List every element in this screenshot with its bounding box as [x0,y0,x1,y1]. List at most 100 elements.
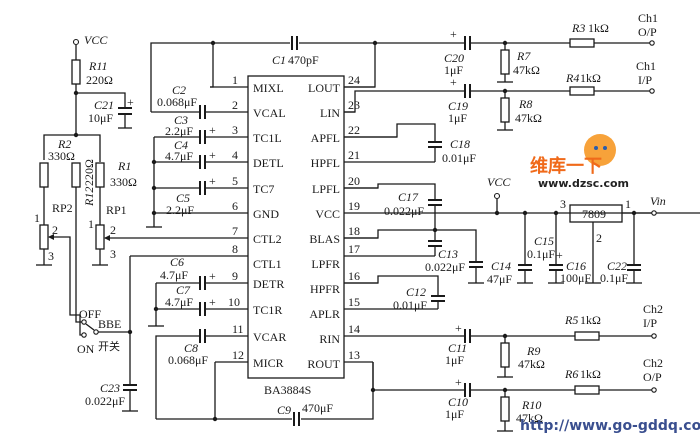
r2-value: 330Ω [48,149,75,163]
c6-ref: C6 [170,255,184,269]
r9-value: 47kΩ [518,357,545,371]
c15-value: 0.1μF [527,247,555,261]
resistor-r4 [569,86,595,96]
pin-label-mixl: MIXL [253,81,284,95]
r11-value: 220Ω [86,73,113,87]
pin-num-10: 10 [228,295,240,309]
r3-value: 1kΩ [588,21,609,35]
c3-ref: C3 [174,113,188,127]
watermark-dzsc: 维库一下 www.dzsc.com [530,134,629,190]
c3-value: 2.2μF [165,124,193,138]
c18-ref: C18 [450,137,470,151]
bbe-switch[interactable]: OFF BBE ON 开关 [75,256,133,356]
regulator-pin1: 1 [625,197,631,211]
c1-value: 470pF [288,53,319,67]
c5-value: 2.2μF [166,203,194,217]
r4-ref: R4 [565,71,579,85]
rp2-pin2: 2 [52,223,58,237]
c22-value: 0.1μF [600,271,628,285]
vin-terminal[interactable] [651,210,657,216]
pin-num-7: 7 [232,224,238,238]
tone-control-network: R2 330Ω R12 220Ω R1 330Ω RP2 1 2 3 RP1 1… [34,132,140,316]
r8-ref: R8 [518,97,532,111]
pin-label-aplr: APLR [309,307,340,321]
pin-num-22: 22 [348,123,360,137]
vcc-left-terminal[interactable] [72,38,80,46]
c20-value: 1μF [444,63,463,77]
watermark-dzsc-url: www.dzsc.com [538,177,629,190]
resistor-r9 [500,342,510,368]
potentiometer-rp1[interactable] [95,224,105,250]
c11-value: 1μF [445,353,464,367]
c14-ref: C14 [491,259,511,273]
rp1-ref: RP1 [106,203,127,217]
ch2-out-terminal[interactable] [651,387,657,393]
ch1-output-path: + C20 1μF R7 47kΩ R3 1kΩ Ch1 O/P [444,11,658,83]
pin-num-14: 14 [348,322,360,336]
pin-num-3: 3 [232,123,238,137]
r11-ref: R11 [88,59,107,73]
c15-ref: C15 [534,234,554,248]
ch1-in-terminal[interactable] [649,88,655,94]
ch1-out-line2: O/P [638,25,657,39]
resistor-r10 [500,396,510,422]
ic-name: BA3884S [264,383,311,397]
pin-num-13: 13 [348,348,360,362]
pin-num-11: 11 [232,322,244,336]
c7-plus: + [209,295,216,309]
pin-num-5: 5 [232,174,238,188]
c1-ref: C1 [272,53,286,67]
c23-ref: C23 [100,381,120,395]
ch2-in-terminal[interactable] [651,333,657,339]
pin-num-1: 1 [232,73,238,87]
watermark-gddq-url: http://www.go-gddq.com [520,418,700,434]
c19-plus: + [450,75,457,89]
ch1-in-line1: Ch1 [636,59,656,73]
resistor-r1 [95,162,105,188]
ch1-out-terminal[interactable] [649,40,655,46]
resistor-r7 [500,49,510,75]
r12-ref: R12 [82,187,96,207]
pin-num-6: 6 [232,199,238,213]
c10-ref: C10 [448,395,468,409]
r6-value: 1kΩ [580,367,601,381]
mascot-icon [584,134,616,166]
pin-label-hpfl: HPFL [311,156,340,170]
pin-num-23: 23 [348,98,360,112]
r8-value: 47kΩ [515,111,542,125]
r1-value: 330Ω [110,175,137,189]
pin-num-8: 8 [232,242,238,256]
resistor-r8 [500,97,510,123]
resistor-r6 [574,385,600,395]
c7-ref: C7 [176,283,191,297]
r6-ref: R6 [564,367,578,381]
capacitor-c18: C18 0.01μF [344,123,476,165]
pin-label-blas: BLAS [309,232,340,246]
c2-value: 0.068μF [157,95,197,109]
r1-ref: R1 [117,159,131,173]
pin-label-detl: DETL [253,156,284,170]
pin-label-vcc: VCC [315,207,340,221]
ic-body [247,75,345,379]
pin-label-ctl2: CTL2 [253,232,282,246]
c11-ref: C11 [448,341,467,355]
r10-ref: R10 [521,398,541,412]
r10-value: 47kΩ [516,411,543,425]
pin-num-16: 16 [348,269,360,283]
ic-left-pins: 1 2 3 4 5 6 7 8 9 10 11 12 MIXL VCAL TC1… [130,73,286,370]
r3-ref: R3 [571,21,585,35]
pin-num-17: 17 [348,242,360,256]
vcc-left-label: VCC [84,33,108,47]
vin-label: Vin [650,194,666,208]
vcc-right-terminal[interactable] [493,192,501,200]
potentiometer-rp2[interactable] [39,224,49,250]
pin-num-21: 21 [348,148,360,162]
rp2-pin3: 3 [48,249,54,263]
pin-label-tc1r: TC1R [253,303,282,317]
switch-bbe-label: BBE [98,317,121,331]
capacitors-c3-c5: + C3 2.2μF + C4 4.7μF + C5 2.2μF [146,113,216,228]
switch-off-label: OFF [79,307,101,321]
c8-value: 0.068μF [168,353,208,367]
regulator-pin3: 3 [560,197,566,211]
